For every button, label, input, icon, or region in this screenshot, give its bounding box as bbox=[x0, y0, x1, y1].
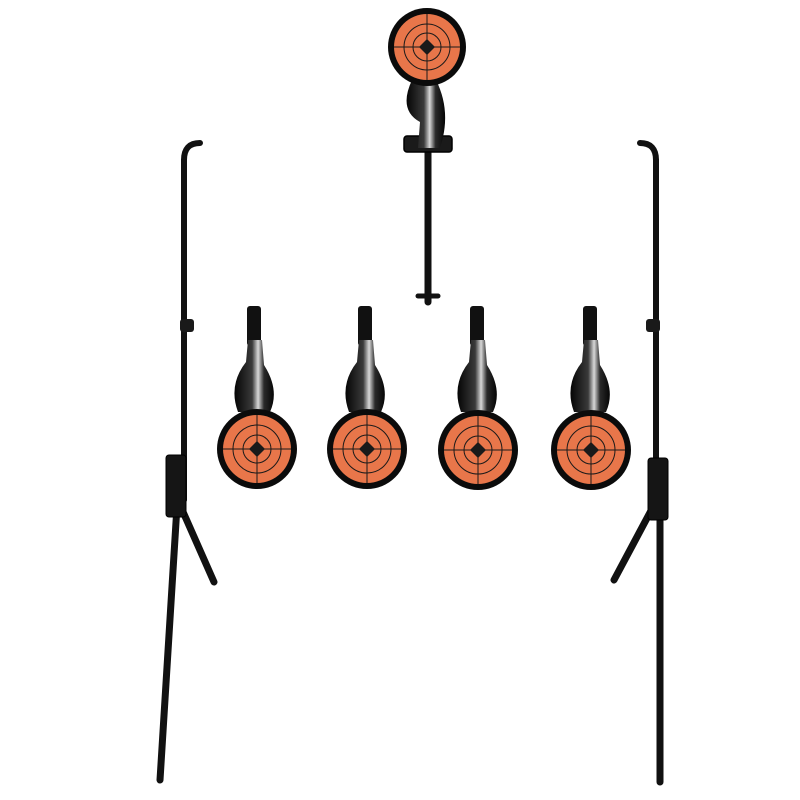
left-leg-kick bbox=[176, 501, 218, 586]
paddle-arm-3 bbox=[457, 340, 497, 412]
top-bullseye-diamond bbox=[419, 39, 435, 55]
spinner-target-1 bbox=[217, 306, 297, 489]
spinner-target-4 bbox=[551, 306, 631, 490]
top-spinner-target bbox=[388, 8, 466, 148]
top-paddle-arm bbox=[406, 80, 446, 148]
right-leg-sleeve bbox=[647, 457, 669, 521]
paddle-arm-1 bbox=[234, 340, 274, 412]
spinner-target-2 bbox=[327, 306, 407, 489]
mid-bar-end-left bbox=[180, 319, 194, 332]
lower-targets bbox=[217, 306, 631, 490]
mid-bar-end-right bbox=[646, 319, 660, 332]
paddle-arm-2 bbox=[345, 340, 385, 412]
left-leg-sleeve bbox=[165, 454, 187, 518]
legs bbox=[156, 454, 669, 786]
spinner-target-3 bbox=[438, 306, 518, 490]
left-leg-long bbox=[156, 486, 182, 784]
frame-right-post bbox=[637, 140, 659, 163]
paddle-arm-4 bbox=[570, 340, 610, 412]
right-leg-kick bbox=[610, 501, 658, 584]
frame-left-post bbox=[181, 140, 203, 163]
